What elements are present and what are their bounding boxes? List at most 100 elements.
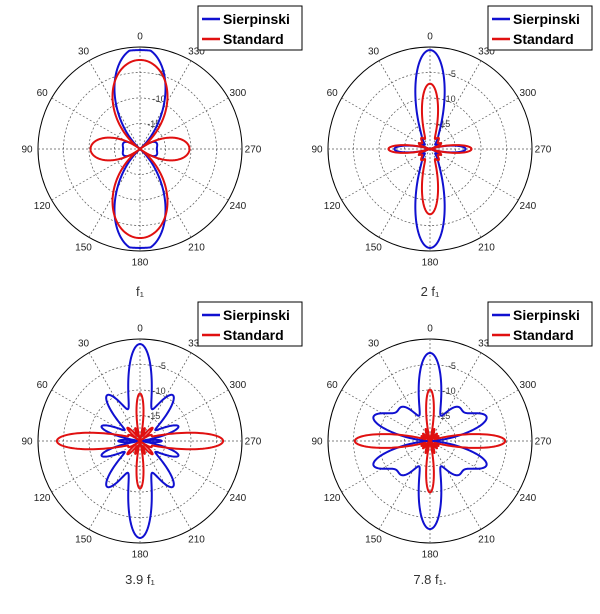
angle-tick-label: 330 bbox=[188, 47, 205, 58]
angle-grid-spoke bbox=[139, 148, 192, 238]
angle-tick-label: 120 bbox=[34, 493, 51, 504]
angle-tick-label: 300 bbox=[230, 88, 247, 99]
angle-tick-label: 270 bbox=[245, 145, 262, 156]
angle-tick-label: 60 bbox=[37, 88, 49, 99]
angle-grid-spoke bbox=[51, 389, 141, 442]
angle-tick-label: 0 bbox=[137, 32, 143, 43]
angle-grid-spoke bbox=[378, 440, 431, 530]
angle-tick-label: 210 bbox=[478, 534, 495, 545]
angle-grid-spoke bbox=[139, 440, 229, 493]
radial-grid-circle bbox=[88, 97, 192, 201]
angle-grid-spoke bbox=[139, 389, 229, 442]
angle-tick-label: 300 bbox=[230, 380, 247, 391]
angle-tick-label: 210 bbox=[188, 242, 205, 253]
legend-label-sierpinski: Sierpinski bbox=[223, 307, 290, 323]
angle-tick-label: 330 bbox=[478, 339, 495, 350]
angle-grid-spoke bbox=[429, 440, 482, 530]
angle-tick-label: 150 bbox=[365, 242, 382, 253]
angle-tick-label: 150 bbox=[75, 242, 92, 253]
angle-tick-label: 30 bbox=[368, 47, 380, 58]
series-sierpinski-curve bbox=[372, 351, 488, 531]
angle-tick-label: 120 bbox=[324, 201, 341, 212]
radial-tick-label: -10 bbox=[153, 386, 166, 396]
angle-tick-label: 30 bbox=[368, 339, 380, 350]
angle-tick-label: 180 bbox=[132, 550, 149, 561]
series-standard-curve bbox=[387, 82, 473, 216]
angle-tick-label: 210 bbox=[188, 534, 205, 545]
angle-grid-spoke bbox=[378, 352, 431, 442]
legend-label-standard: Standard bbox=[513, 327, 574, 343]
angle-tick-label: 120 bbox=[34, 201, 51, 212]
angle-tick-label: 330 bbox=[478, 47, 495, 58]
angle-tick-label: 60 bbox=[37, 380, 49, 391]
angle-tick-label: 30 bbox=[78, 47, 90, 58]
angle-grid-spoke bbox=[88, 148, 141, 238]
angle-tick-label: 300 bbox=[520, 88, 537, 99]
angle-tick-label: 210 bbox=[478, 242, 495, 253]
legend-label-sierpinski: Sierpinski bbox=[223, 11, 290, 27]
legend-label-standard: Standard bbox=[223, 327, 284, 343]
angle-tick-label: 240 bbox=[520, 201, 537, 212]
angle-grid-spoke bbox=[429, 352, 482, 442]
legend-label-sierpinski: Sierpinski bbox=[513, 307, 580, 323]
angle-tick-label: 180 bbox=[132, 258, 149, 269]
radial-tick-label: -5 bbox=[158, 361, 166, 371]
angle-tick-label: 240 bbox=[520, 493, 537, 504]
angle-tick-label: 270 bbox=[245, 437, 262, 448]
angle-grid-spoke bbox=[429, 148, 519, 201]
polar-chart-1: -5-10-150306090120150180210240270300330S… bbox=[21, 5, 303, 299]
angle-grid-spoke bbox=[139, 352, 192, 442]
angle-grid-spoke bbox=[341, 148, 431, 201]
series-sierpinski-curve bbox=[100, 343, 180, 539]
angle-tick-label: 0 bbox=[427, 32, 433, 43]
angle-tick-label: 90 bbox=[21, 145, 33, 156]
angle-tick-label: 60 bbox=[327, 88, 339, 99]
radial-tick-label: -10 bbox=[443, 94, 456, 104]
angle-tick-label: 180 bbox=[422, 258, 439, 269]
angle-tick-label: 90 bbox=[311, 145, 323, 156]
radial-tick-label: -5 bbox=[448, 69, 456, 79]
radial-grid-circle bbox=[88, 389, 192, 493]
angle-tick-label: 150 bbox=[365, 534, 382, 545]
angle-grid-spoke bbox=[341, 97, 431, 150]
radial-grid-circle bbox=[378, 389, 482, 493]
angle-tick-label: 240 bbox=[230, 201, 247, 212]
radial-tick-label: -10 bbox=[153, 94, 166, 104]
angle-tick-label: 270 bbox=[535, 437, 552, 448]
angle-tick-label: 30 bbox=[78, 339, 90, 350]
angle-grid-spoke bbox=[429, 440, 519, 493]
series-standard-curve bbox=[55, 392, 225, 490]
radial-tick-label: -10 bbox=[443, 386, 456, 396]
legend-box bbox=[197, 5, 303, 51]
legend-box bbox=[197, 301, 303, 347]
angle-tick-label: 180 bbox=[422, 550, 439, 561]
angle-grid-spoke bbox=[341, 440, 431, 493]
radial-grid-circle bbox=[378, 97, 482, 201]
polar-chart-2: -5-10-150306090120150180210240270300330S… bbox=[311, 5, 593, 299]
radial-tick-label: -15 bbox=[147, 411, 160, 421]
polar-chart-4: -5-10-150306090120150180210240270300330S… bbox=[311, 301, 593, 587]
radial-tick-label: -15 bbox=[437, 119, 450, 129]
angle-tick-label: 150 bbox=[75, 534, 92, 545]
angle-tick-label: 300 bbox=[520, 380, 537, 391]
legend-label-standard: Standard bbox=[223, 31, 284, 47]
angle-grid-spoke bbox=[88, 60, 141, 150]
angle-grid-spoke bbox=[88, 352, 141, 442]
legend-label-standard: Standard bbox=[513, 31, 574, 47]
angle-grid-spoke bbox=[51, 440, 141, 493]
angle-grid-spoke bbox=[139, 440, 192, 530]
angle-tick-label: 0 bbox=[137, 324, 143, 335]
angle-tick-label: 0 bbox=[427, 324, 433, 335]
angle-tick-label: 60 bbox=[327, 380, 339, 391]
angle-tick-label: 120 bbox=[324, 493, 341, 504]
angle-grid-spoke bbox=[429, 97, 519, 150]
angle-tick-label: 90 bbox=[21, 437, 33, 448]
chart-caption: 2 f₁ bbox=[421, 284, 440, 299]
chart-caption: 7.8 f₁. bbox=[413, 572, 446, 587]
radial-tick-label: -15 bbox=[437, 411, 450, 421]
angle-tick-label: 240 bbox=[230, 493, 247, 504]
angle-tick-label: 90 bbox=[311, 437, 323, 448]
